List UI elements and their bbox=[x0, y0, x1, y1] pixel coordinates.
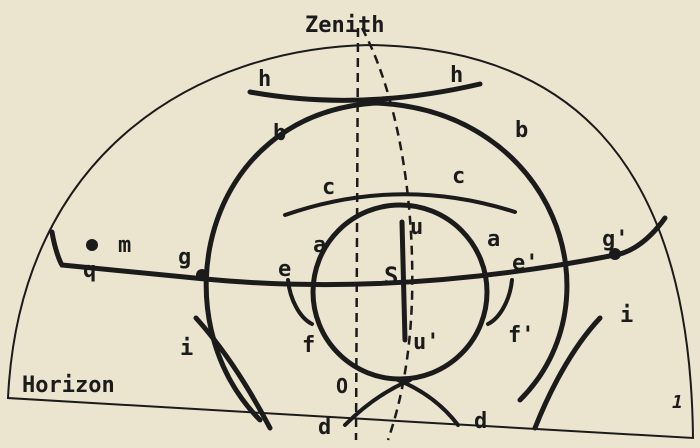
label-i-right: i bbox=[620, 303, 633, 328]
label-figure-number: 1 bbox=[672, 392, 683, 413]
label-a-left: a bbox=[313, 233, 326, 258]
label-u-prime: u' bbox=[413, 330, 440, 355]
label-zenith: Zenith bbox=[305, 13, 384, 38]
vertical-dashed-line bbox=[356, 28, 358, 440]
label-e-right: e' bbox=[512, 251, 539, 276]
label-O: O bbox=[336, 374, 348, 398]
arc-f-right bbox=[488, 280, 512, 324]
label-g-left: g bbox=[178, 245, 191, 270]
label-i-left: i bbox=[180, 336, 193, 361]
label-c-right: c bbox=[452, 164, 465, 189]
arc-d-right bbox=[398, 380, 458, 425]
label-d-right: d bbox=[474, 409, 487, 434]
label-a-right: a bbox=[487, 227, 500, 252]
label-d-left: d bbox=[318, 415, 331, 440]
label-c-left: c bbox=[322, 175, 335, 200]
arc-h bbox=[250, 84, 480, 100]
label-h-left: h bbox=[258, 67, 271, 92]
label-S: S bbox=[384, 262, 398, 290]
label-q: q bbox=[83, 258, 96, 283]
label-m: m bbox=[118, 233, 131, 258]
label-horizon: Horizon bbox=[22, 373, 115, 398]
dot-g bbox=[196, 269, 208, 281]
label-f-left: f bbox=[302, 333, 315, 358]
dot-m bbox=[86, 239, 98, 251]
label-g-right: g' bbox=[602, 227, 629, 252]
label-b-right: b bbox=[515, 118, 528, 143]
pillar-u bbox=[402, 222, 405, 340]
label-f-right: f' bbox=[508, 323, 535, 348]
label-b-left: b bbox=[273, 121, 286, 146]
arc-d-left bbox=[345, 380, 410, 425]
label-e-left: e bbox=[278, 257, 291, 282]
label-h-right: h bbox=[450, 63, 463, 88]
label-u: u bbox=[410, 215, 423, 240]
parhelic-circle bbox=[52, 218, 665, 285]
